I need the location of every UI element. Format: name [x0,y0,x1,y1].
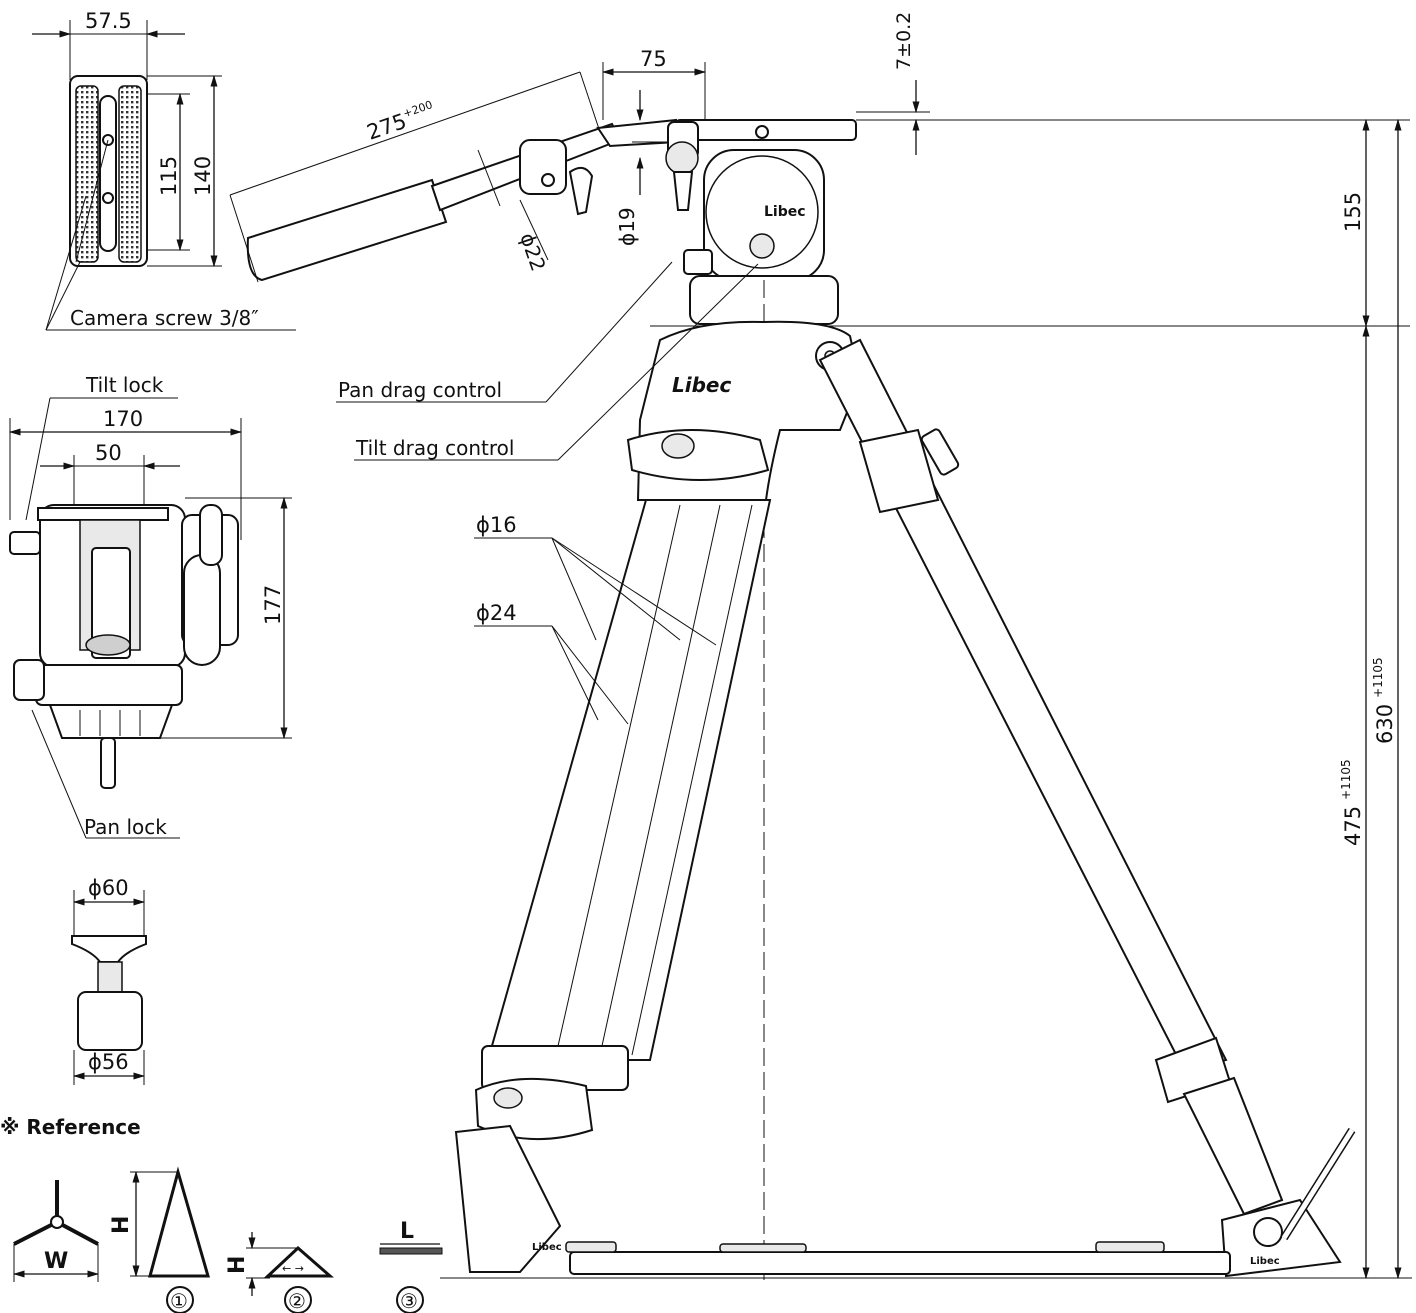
head-side-view: Tilt lock 170 50 177 [8,373,292,839]
dim-handle-dia: ϕ22 [515,230,550,274]
dim-head-offset: 75 [640,47,667,71]
ref-l-label: L [400,1219,414,1244]
foot-logo-right: Libec [1250,1256,1280,1267]
dim-plate-slot: 115 [157,156,181,196]
reference-height-icon-1: H ① [109,1166,210,1313]
ref-mark-3: ③ [400,1289,418,1313]
dim-leg-lower: ϕ24 [476,601,517,625]
dim-head-side-height: 177 [261,585,285,625]
dim-plate-width: 57.5 [85,9,132,33]
dim-tripod-height: 630+1105 [1371,657,1397,744]
ref-h-label-1: H [109,1216,134,1234]
dim-head-width: 170 [103,407,143,431]
callout-camera-screw: Camera screw 3/8″ [70,306,259,330]
callout-pan-drag: Pan drag control [338,378,502,402]
fluid-head-front: 275+200 ϕ22 Libec ϕ19 75 7±0.2 155 [229,12,1410,328]
dim-plate-height: 7±0.2 [893,12,915,70]
reference-length-icon: L ③ [379,1219,443,1313]
ref-h-label-2: H [225,1256,250,1274]
tripod-legs: Libec Libec Libec [336,118,1412,1280]
dim-handle-length: 275+200 [363,98,438,145]
tripod-logo: Libec [672,373,731,397]
dim-knob-dia: ϕ19 [615,207,639,246]
reference-title: ※ Reference [0,1115,141,1139]
dim-base-bottom: ϕ56 [88,1050,129,1074]
dim-base-top: ϕ60 [88,876,129,900]
ref-mark-1: ① [170,1289,188,1313]
reference-footprint-icon: W [12,1180,100,1282]
ref-w-label: W [44,1249,68,1274]
ref-mark-2: ② [288,1289,306,1313]
callout-tilt-drag: Tilt drag control [355,436,514,460]
foot-logo-left: Libec [532,1242,562,1253]
head-logo: Libec [764,204,806,220]
callout-tilt-lock: Tilt lock [85,373,164,397]
callout-pan-lock: Pan lock [84,815,167,839]
camera-plate-view: 57.5 115 140 Camera screw 3/8″ [32,9,296,331]
reference-height-icon-2: H ← → ② [225,1232,334,1313]
half-ball-adapter: ϕ60 ϕ56 [71,876,147,1085]
reference-section: ※ Reference W H ① H [0,1115,443,1313]
dim-plate-length: 140 [191,156,215,196]
dim-head-depth: 50 [95,441,122,465]
dim-leg-upper: ϕ16 [476,513,517,537]
ref-arrows: ← → [282,1262,304,1275]
dim-legs-height: 475+1105 [1339,759,1365,846]
dim-head-height: 155 [1341,192,1365,232]
